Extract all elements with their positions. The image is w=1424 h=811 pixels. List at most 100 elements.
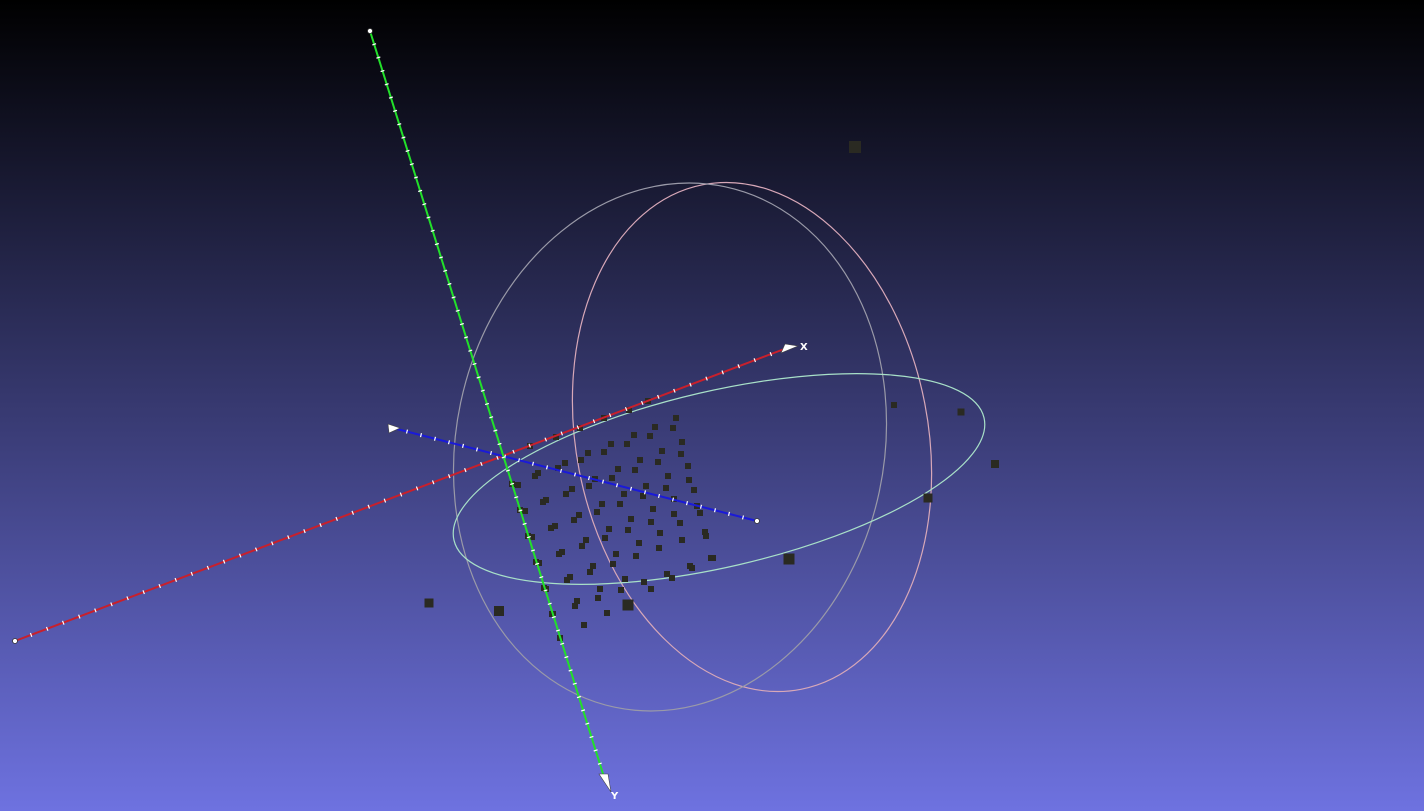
z-axis-tick	[713, 508, 717, 513]
point-marker	[590, 563, 596, 569]
point-marker	[689, 565, 695, 571]
x-axis-tick	[673, 388, 676, 393]
point-marker	[708, 555, 714, 561]
y-axis-tick	[518, 509, 523, 512]
x-axis-tick	[45, 626, 49, 631]
y-axis-tick	[455, 309, 460, 312]
point-marker	[597, 586, 603, 592]
point-marker	[594, 509, 600, 515]
y-axis-tick	[426, 216, 431, 219]
z-axis-tick	[405, 429, 409, 434]
y-axis-ticks	[372, 43, 602, 765]
y-axis-tick	[510, 482, 515, 486]
z-axis-ticks	[405, 429, 745, 520]
point-marker	[702, 529, 708, 535]
y-axis-tick	[413, 176, 419, 179]
point-marker	[673, 415, 679, 421]
x-axis-tick	[657, 394, 660, 399]
point-marker	[671, 511, 677, 517]
x-axis-tick	[383, 498, 387, 503]
x-axis-tick	[399, 492, 403, 497]
x-axis-tick	[61, 620, 65, 625]
point-marker	[529, 534, 535, 540]
point-marker	[569, 486, 575, 492]
point-marker	[583, 537, 589, 543]
x-axis-tick	[721, 370, 724, 375]
trackball-ring-gray[interactable]	[405, 142, 934, 751]
point-marker	[783, 553, 795, 565]
point-marker	[991, 460, 999, 468]
point-marker	[641, 579, 647, 585]
x-axis-tick	[624, 406, 628, 412]
y-axis-tick	[422, 203, 427, 206]
x-axis-tick	[142, 590, 145, 595]
z-axis	[387, 423, 760, 524]
x-axis-tick	[190, 571, 194, 576]
point-marker	[663, 485, 669, 491]
point-marker	[604, 610, 610, 616]
y-axis-tick	[526, 536, 531, 539]
point-marker	[647, 433, 653, 439]
x-axis-tick	[222, 559, 226, 564]
point-marker	[957, 408, 965, 416]
x-axis-tick	[367, 504, 371, 509]
point-marker	[679, 537, 685, 543]
point-marker	[601, 449, 607, 455]
trackball-gizmo[interactable]	[405, 142, 1003, 751]
y-axis-tick	[384, 83, 389, 86]
z-axis-tick	[573, 472, 577, 477]
x-axis-tick	[206, 565, 210, 570]
point-marker	[595, 595, 601, 601]
trackball-ring-pink[interactable]	[530, 151, 974, 723]
point-marker	[637, 457, 643, 463]
y-axis-tick	[418, 189, 423, 193]
x-axis-tick	[431, 480, 435, 485]
point-marker	[577, 425, 583, 431]
point-marker	[628, 516, 634, 522]
y-axis-tick	[464, 336, 469, 339]
z-axis-tick	[461, 443, 465, 448]
y-axis-tick	[468, 349, 473, 352]
y-axis-tick	[430, 229, 435, 232]
y-axis-tick	[514, 496, 519, 499]
x-axis-tick	[271, 541, 274, 546]
point-marker	[609, 475, 615, 481]
point-marker	[586, 483, 592, 489]
z-axis-tick	[629, 486, 633, 491]
y-axis-tick	[372, 43, 377, 46]
y-axis-tick	[576, 695, 581, 699]
point-marker	[563, 491, 569, 497]
point-marker	[494, 606, 504, 616]
point-marker	[615, 466, 621, 472]
point-marker	[640, 493, 646, 499]
point-marker	[665, 473, 671, 479]
y-axis-tick	[397, 123, 402, 126]
y-axis-tick	[589, 735, 594, 739]
y-axis-tick	[543, 589, 548, 592]
z-axis-tick	[685, 501, 689, 506]
y-axis: Y	[367, 28, 619, 802]
y-axis-tick	[438, 256, 444, 259]
z-axis-tick	[517, 458, 521, 463]
y-axis-tick	[493, 429, 498, 432]
y-axis-tick	[505, 469, 510, 472]
x-axis-tick	[319, 522, 322, 528]
x-axis-tick	[592, 419, 596, 424]
x-axis-tick	[238, 553, 242, 558]
point-marker	[633, 553, 639, 559]
point-marker	[891, 402, 897, 408]
trackball-ring-green[interactable]	[434, 332, 1004, 626]
y-axis-tick	[380, 69, 385, 73]
x-axis-tick	[351, 510, 355, 515]
y-axis-tick	[572, 682, 577, 685]
point-marker	[515, 482, 521, 488]
point-marker	[679, 439, 685, 445]
point-marker	[670, 425, 676, 431]
x-axis-tick	[512, 449, 515, 454]
z-axis-tick	[559, 468, 563, 474]
y-axis-tick	[560, 642, 565, 645]
x-axis-tick	[447, 474, 451, 479]
x-axis-tick	[640, 400, 644, 406]
